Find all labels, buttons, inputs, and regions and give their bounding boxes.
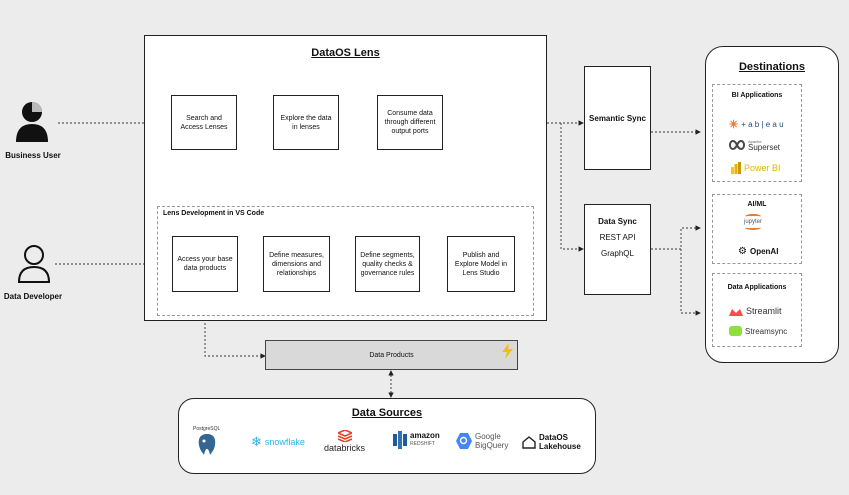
bi-applications-title: BI Applications (731, 92, 783, 99)
data-applications-title: Data Applications (727, 284, 787, 291)
data-applications-group (712, 273, 802, 347)
google-bigquery-logo: Google BigQuery (456, 432, 508, 450)
data-sync-box: Data Sync REST API GraphQL (584, 204, 651, 295)
ai-ml-title: AI/ML (747, 201, 767, 208)
access-base-products-step: Access your base data products (172, 236, 238, 292)
tableau-logo: ✳ + a b | e a u (729, 119, 784, 131)
data-sources-panel (178, 398, 596, 474)
business-user-icon (14, 100, 50, 144)
jupyter-logo: jupyter (744, 214, 762, 230)
postgresql-logo: PostgreSQL (193, 426, 220, 457)
data-products-bar: Data Products (265, 340, 518, 370)
publish-explore-step: Publish and Explore Model in Lens Studio (447, 236, 515, 292)
explore-data-step: Explore the data in lenses (273, 95, 339, 150)
superset-logo: Apache Superset (729, 139, 780, 152)
define-measures-step: Define measures, dimensions and relation… (263, 236, 330, 292)
data-sync-title: Data Sync (598, 217, 637, 226)
dataos-lens-title: DataOS Lens (311, 47, 380, 59)
lightning-icon (501, 343, 514, 359)
consume-data-step: Consume data through different output po… (377, 95, 443, 150)
destinations-panel (705, 46, 839, 363)
search-access-lenses-step: Search and Access Lenses (171, 95, 237, 150)
define-segments-step: Define segments, quality checks & govern… (355, 236, 420, 292)
dataos-lakehouse-logo: DataOS Lakehouse (522, 433, 581, 451)
streamlit-logo: Streamlit (729, 306, 782, 316)
power-bi-logo: Power BI (731, 162, 781, 174)
data-developer-label: Data Developer (3, 292, 63, 301)
rest-api-label: REST API (599, 233, 636, 242)
openai-logo: ⚙ OpenAI (738, 246, 779, 257)
bi-applications-group (712, 84, 802, 182)
snowflake-logo: ❄ snowflake (251, 434, 305, 449)
data-products-label: Data Products (369, 351, 414, 359)
ai-ml-group (712, 194, 802, 264)
data-sources-title: Data Sources (351, 407, 423, 419)
streamsync-logo: Streamsync (729, 326, 787, 336)
lens-development-title: Lens Development in VS Code (163, 210, 265, 217)
amazon-redshift-logo: amazon REDSHIFT (393, 431, 440, 449)
semantic-sync-box: Semantic Sync (584, 66, 651, 170)
data-developer-icon (17, 244, 51, 284)
databricks-logo: databricks (324, 430, 365, 453)
destinations-title: Destinations (738, 61, 805, 73)
graphql-label: GraphQL (601, 249, 634, 258)
business-user-label: Business User (5, 151, 61, 160)
